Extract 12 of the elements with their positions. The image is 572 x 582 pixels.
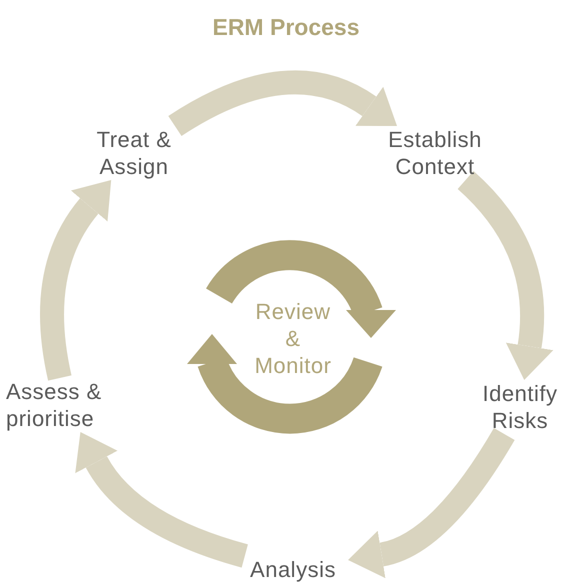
step-label: Review & Monitor [254,298,332,378]
curved-arrow [168,70,398,136]
curved-arrow [40,179,110,380]
curved-arrow [76,432,248,568]
curved-arrow [348,428,515,578]
step-label: Establish Context [387,126,483,180]
step-label: Identify Risks [482,380,558,434]
diagram-title: ERM Process [211,14,360,41]
curved-arrow [457,171,554,380]
step-label: Analysis [250,556,336,582]
step-label: Assess & prioritise [6,378,103,432]
step-label: Treat & Assign [96,126,172,180]
